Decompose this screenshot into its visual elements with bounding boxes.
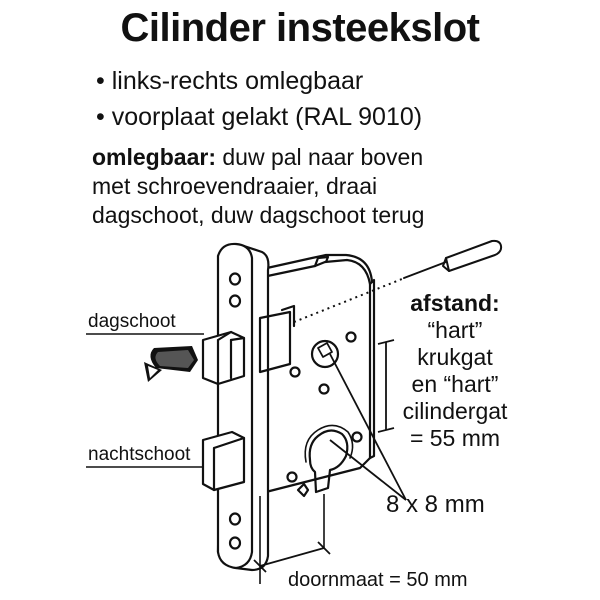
face-screw-top-2 <box>228 294 242 308</box>
desc-line-2: met schroevendraaier, draai <box>92 173 378 199</box>
latch-bevel <box>216 330 246 386</box>
screwdriver <box>403 239 503 279</box>
latch-mechanism <box>258 310 292 374</box>
cylinder-hole-ring <box>304 424 354 463</box>
cylinder-hole <box>308 429 349 494</box>
case-screw-3 <box>318 383 330 395</box>
afstand-line-1: “hart” <box>427 317 483 343</box>
bullet-omlegbaar: • links-rechts omlegbaar <box>96 67 363 96</box>
square-leader-line <box>329 353 407 501</box>
omlegbaar-description: omlegbaar: duw pal naar boven met schroe… <box>92 143 424 230</box>
bullet-text: voorplaat gelakt (RAL 9010) <box>111 103 423 131</box>
face-plate <box>216 242 254 570</box>
desc-text: duw pal naar boven <box>215 144 424 170</box>
bullet-text: links-rechts omlegbaar <box>111 67 364 95</box>
deadbolt-edge <box>212 436 246 492</box>
case-screw-4 <box>351 431 363 443</box>
afstand-heading: afstand: <box>410 290 500 316</box>
rotate-arrow-icon <box>144 346 198 382</box>
face-screw-bottom-2 <box>228 536 242 550</box>
lock-case-top-edge <box>256 253 374 284</box>
nachtschoot-label: nachtschoot <box>88 444 191 465</box>
afstand-line-4: cilindergat <box>402 398 508 424</box>
cam-detail <box>296 482 310 498</box>
desc-line-1: omlegbaar: duw pal naar boven <box>92 143 424 172</box>
bullet-voorplaat: • voorplaat gelakt (RAL 9010) <box>96 103 422 132</box>
desc-line-3: dagschoot, duw dagschoot terug <box>92 202 425 228</box>
case-screw-5 <box>286 471 298 483</box>
afstand-line-5: = 55 mm <box>409 425 501 451</box>
afstand-annotation: afstand: “hart” krukgat en “hart” cilind… <box>380 290 530 452</box>
bullet-dot: • <box>96 67 105 95</box>
doornmaat-dimension-line <box>259 547 325 567</box>
face-screw-top <box>228 272 242 286</box>
spindle-square <box>317 342 333 358</box>
afstand-line-2: krukgat <box>417 344 493 370</box>
page-title: Cilinder insteekslot <box>120 6 480 50</box>
square-size-label: 8 x 8 mm <box>386 491 485 518</box>
afstand-tick-top <box>377 339 395 345</box>
doornmaat-label: doornmaat = 50 mm <box>288 569 468 591</box>
lock-case-notch <box>313 255 330 268</box>
dagschoot-label: dagschoot <box>88 311 176 332</box>
lock-case-side <box>368 278 376 460</box>
latch-lever <box>280 304 296 328</box>
spindle-hub <box>310 339 340 369</box>
screwdriver-guide <box>293 278 403 323</box>
bullet-dot: • <box>96 103 105 131</box>
doornmaat-tick-left <box>253 559 267 573</box>
omlegbaar-label: omlegbaar: <box>92 144 216 170</box>
afstand-tick-bottom <box>377 427 395 433</box>
doornmaat-tick-right <box>317 541 331 555</box>
face-screw-bottom <box>228 512 242 526</box>
case-screw-2 <box>289 366 301 378</box>
afstand-line-3: en “hart” <box>411 371 499 397</box>
cylinder-leader-line <box>329 439 407 501</box>
case-screw-1 <box>345 331 357 343</box>
